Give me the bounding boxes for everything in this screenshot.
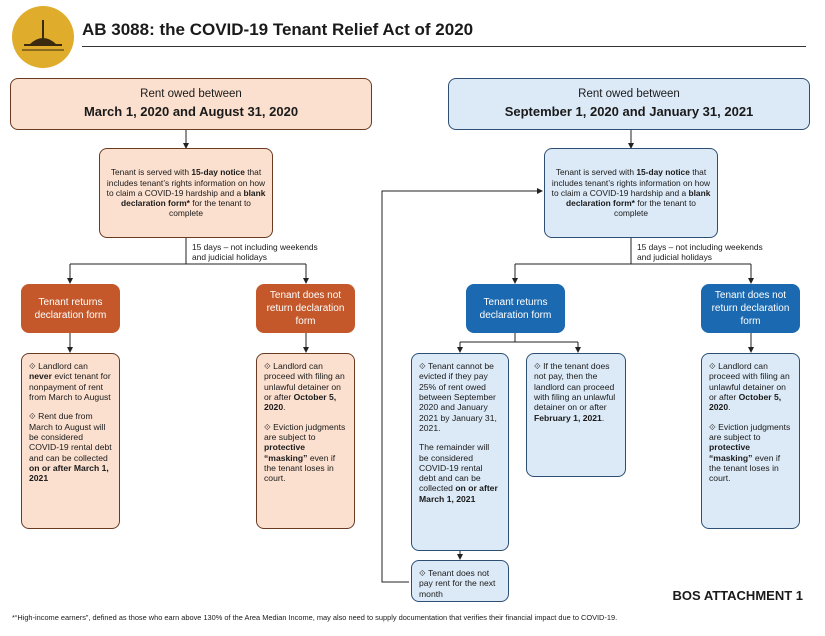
right-returns-no-pay-item: ⟐ If the tenant does not pay, then the l… [534, 361, 616, 423]
title-divider [82, 46, 806, 47]
left-days-label: 15 days – not including weekends and jud… [192, 242, 318, 262]
bos-attachment-label: BOS ATTACHMENT 1 [672, 588, 803, 603]
left-notice-text-3: for the tenant to complete [169, 198, 251, 219]
right-no-rent-text: ⟐ Tenant does not pay rent for the next … [419, 568, 496, 599]
right-period-header: Rent owed between September 1, 2020 and … [448, 78, 810, 130]
left-branch-not-return: Tenant does not return declaration form [256, 284, 355, 333]
page-title: AB 3088: the COVID-19 Tenant Relief Act … [82, 20, 474, 39]
right-notice-box: Tenant is served with 15-day notice that… [544, 148, 718, 238]
left-period-header-line1: Rent owed between [140, 88, 242, 101]
right-branch-not-return-label: Tenant does not return declaration form [711, 290, 790, 327]
right-not-return-item-2: ⟐ Eviction judgments are subject to prot… [709, 421, 791, 484]
right-days-label: 15 days – not including weekends and jud… [637, 242, 763, 262]
right-period-header-dates: September 1, 2020 and January 31, 2021 [504, 103, 754, 119]
right-returns-no-pay-outcome: ⟐ If the tenant does not pay, then the l… [526, 353, 626, 477]
right-no-rent-next-month: ⟐ Tenant does not pay rent for the next … [411, 560, 509, 602]
civic-center-icon [22, 20, 64, 51]
left-days-label-2: and judicial holidays [192, 252, 267, 263]
left-not-return-item-1: ⟐ Landlord can proceed with filing an un… [264, 361, 345, 413]
right-days-label-2: and judicial holidays [637, 252, 712, 263]
left-notice-box: Tenant is served with 15-day notice that… [99, 148, 273, 238]
left-not-return-item-2: ⟐ Eviction judgments are subject to prot… [264, 421, 346, 484]
left-notice-15-day: 15-day notice [191, 167, 245, 178]
left-notice-blank-form: blank declaration form* [121, 187, 266, 209]
right-branch-returns: Tenant returns declaration form [466, 284, 565, 333]
left-notice-text-1: Tenant is served with [110, 167, 192, 178]
left-days-label-1: 15 days – not including weekends [192, 242, 318, 252]
left-connectors [67, 130, 309, 353]
left-returns-item-1: ⟐ Landlord can never evict tenant for no… [29, 361, 111, 402]
left-branch-not-return-label: Tenant does not return declaration form [266, 290, 345, 327]
right-notice-blank-form: blank declaration form* [566, 187, 711, 209]
right-notice-15-day: 15-day notice [636, 167, 690, 178]
left-not-return-outcomes: ⟐ Landlord can proceed with filing an un… [256, 353, 355, 529]
left-period-header-dates: March 1, 2020 and August 31, 2020 [83, 103, 299, 119]
left-branch-returns: Tenant returns declaration form [21, 284, 120, 333]
right-returns-pay-item-2: The remainder will be considered COVID-1… [419, 442, 498, 504]
right-branch-not-return: Tenant does not return declaration form [701, 284, 800, 333]
right-returns-pay-item-1: ⟐ Tenant cannot be evicted if they pay 2… [419, 361, 497, 433]
right-branch-returns-label: Tenant returns declaration form [479, 296, 552, 321]
right-connectors [381, 130, 754, 583]
footnote: *“High-income earners”, defined as those… [12, 613, 618, 622]
right-returns-pay-outcome: ⟐ Tenant cannot be evicted if they pay 2… [411, 353, 509, 551]
left-returns-item-2: ⟐ Rent due from March to August will be … [29, 411, 112, 484]
left-branch-returns-label: Tenant returns declaration form [34, 296, 107, 321]
right-period-header-line1: Rent owed between [578, 88, 680, 101]
right-notice-text-1: Tenant is served with [555, 167, 637, 178]
left-notice-text-2: that includes tenant’s rights informatio… [106, 167, 266, 198]
left-returns-outcomes: ⟐ Landlord can never evict tenant for no… [21, 353, 120, 529]
right-notice-text-3: for the tenant to complete [614, 198, 696, 219]
right-not-return-outcomes: ⟐ Landlord can proceed with filing an un… [701, 353, 800, 529]
right-notice-text-2: that includes tenant’s rights informatio… [551, 167, 711, 198]
county-seal-logo [12, 6, 74, 68]
right-days-label-1: 15 days – not including weekends [637, 242, 763, 252]
right-not-return-item-1: ⟐ Landlord can proceed with filing an un… [709, 361, 790, 413]
left-period-header: Rent owed between March 1, 2020 and Augu… [10, 78, 372, 130]
